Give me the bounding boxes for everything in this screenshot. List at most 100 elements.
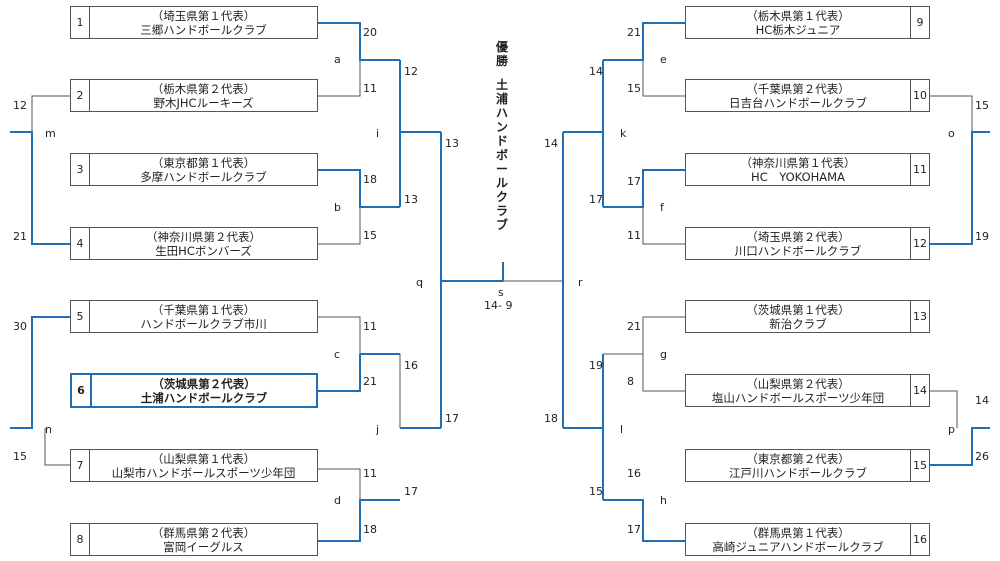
seed-number: 15: [910, 450, 929, 481]
team-name: 高崎ジュニアハンドボールクラブ: [712, 539, 884, 554]
score: 21: [627, 320, 641, 333]
match-label: k: [620, 127, 627, 140]
match-label: g: [660, 348, 667, 361]
seed-number: 2: [71, 80, 90, 111]
score: 18: [363, 523, 377, 536]
team-name: 川口ハンドボールクラブ: [734, 243, 862, 258]
score: 11: [363, 467, 377, 480]
team-slot-7: 7 （山梨県第１代表）山梨市ハンドボールスポーツ少年団: [70, 449, 318, 482]
score: 8: [627, 375, 634, 388]
seed-number: 12: [910, 228, 929, 259]
score: 15: [627, 82, 641, 95]
team-slot-8: 8 （群馬県第２代表）富岡イーグルス: [70, 523, 318, 556]
match-label: f: [660, 201, 664, 214]
score: 21: [13, 230, 27, 243]
team-prefecture: （東京都第１代表）: [151, 155, 256, 170]
champion-heading: 優勝: [495, 40, 508, 68]
team-slot-15: （東京都第２代表）江戸川ハンドボールクラブ 15: [685, 449, 930, 482]
score: 12: [404, 65, 418, 78]
match-label: b: [334, 201, 341, 214]
team-prefecture: （栃木県第１代表）: [746, 8, 850, 23]
seed-number: 3: [71, 154, 90, 185]
seed-number: 6: [72, 375, 92, 406]
score: 26: [975, 450, 989, 463]
team-name: 江戸川ハンドボールクラブ: [729, 465, 867, 480]
final-score: 14- 9: [484, 299, 513, 312]
team-name: 三郷ハンドボールクラブ: [140, 22, 267, 37]
team-prefecture: （茨城県第２代表）: [152, 376, 256, 391]
score: 11: [363, 82, 377, 95]
match-label: e: [660, 53, 667, 66]
score: 11: [627, 229, 641, 242]
team-slot-13: （茨城県第１代表）新治クラブ 13: [685, 300, 930, 333]
seed-number: 7: [71, 450, 90, 481]
seed-number: 8: [71, 524, 90, 555]
match-label: n: [45, 423, 52, 436]
team-name: ハンドボールクラブ市川: [140, 316, 267, 331]
team-prefecture: （神奈川県第１代表）: [740, 155, 856, 170]
score: 15: [13, 450, 27, 463]
score: 13: [445, 137, 459, 150]
team-name: HC YOKOHAMA: [751, 169, 845, 184]
score: 13: [404, 193, 418, 206]
team-prefecture: （千葉県第２代表）: [746, 81, 850, 96]
score: 16: [404, 359, 418, 372]
team-slot-1: 1 （埼玉県第１代表）三郷ハンドボールクラブ: [70, 6, 318, 39]
team-name: 山梨市ハンドボールスポーツ少年団: [111, 465, 296, 480]
team-prefecture: （神奈川県第２代表）: [146, 229, 261, 244]
score: 20: [363, 26, 377, 39]
score: 17: [404, 485, 418, 498]
team-prefecture: （千葉県第１代表）: [151, 302, 256, 317]
team-slot-9: （栃木県第１代表）HC栃木ジュニア 9: [685, 6, 930, 39]
match-label-final: s: [498, 286, 504, 299]
match-label: q: [416, 276, 423, 289]
score: 11: [363, 320, 377, 333]
score: 17: [627, 523, 641, 536]
match-label: a: [334, 53, 341, 66]
score: 15: [363, 229, 377, 242]
team-slot-14: （山梨県第２代表）塩山ハンドボールスポーツ少年団 14: [685, 374, 930, 407]
team-slot-6-champion: 6 （茨城県第２代表）土浦ハンドボールクラブ: [70, 373, 318, 408]
team-prefecture: （茨城県第１代表）: [746, 302, 850, 317]
score: 18: [363, 173, 377, 186]
team-prefecture: （山梨県第１代表）: [151, 451, 256, 466]
score: 17: [589, 193, 603, 206]
seed-number: 16: [910, 524, 929, 555]
seed-number: 11: [910, 154, 929, 185]
seed-number: 9: [910, 7, 929, 38]
score: 14: [544, 137, 558, 150]
score: 14: [975, 394, 989, 407]
match-label: d: [334, 494, 341, 507]
champion-banner: 優勝 土浦ハンドボールクラブ: [494, 40, 510, 232]
score: 30: [13, 320, 27, 333]
team-name: 土浦ハンドボールクラブ: [140, 390, 268, 405]
seed-number: 1: [71, 7, 90, 38]
team-name: 野木JHCルーキーズ: [153, 95, 254, 110]
score: 15: [975, 99, 989, 112]
team-prefecture: （山梨県第２代表）: [746, 376, 850, 391]
score: 19: [975, 230, 989, 243]
team-name: 多摩ハンドボールクラブ: [140, 169, 267, 184]
team-name: 新治クラブ: [769, 316, 827, 331]
team-slot-11: （神奈川県第１代表）HC YOKOHAMA 11: [685, 153, 930, 186]
team-name: 日吉台ハンドボールクラブ: [729, 95, 867, 110]
score: 14: [589, 65, 603, 78]
match-label: c: [334, 348, 341, 361]
score: 18: [544, 412, 558, 425]
seed-number: 14: [910, 375, 929, 406]
team-slot-16: （群馬県第１代表）高崎ジュニアハンドボールクラブ 16: [685, 523, 930, 556]
match-label: j: [376, 423, 380, 436]
match-label: r: [578, 276, 583, 289]
team-prefecture: （群馬県第１代表）: [746, 525, 850, 540]
score: 12: [13, 99, 27, 112]
match-label: i: [376, 127, 380, 140]
score: 21: [363, 375, 377, 388]
champion-name: 土浦ハンドボールクラブ: [495, 78, 508, 232]
team-name: HC栃木ジュニア: [755, 22, 841, 37]
score: 17: [627, 175, 641, 188]
score: 21: [627, 26, 641, 39]
team-name: 生田HCボンバーズ: [155, 243, 252, 258]
team-prefecture: （群馬県第２代表）: [151, 525, 256, 540]
score: 16: [627, 467, 641, 480]
